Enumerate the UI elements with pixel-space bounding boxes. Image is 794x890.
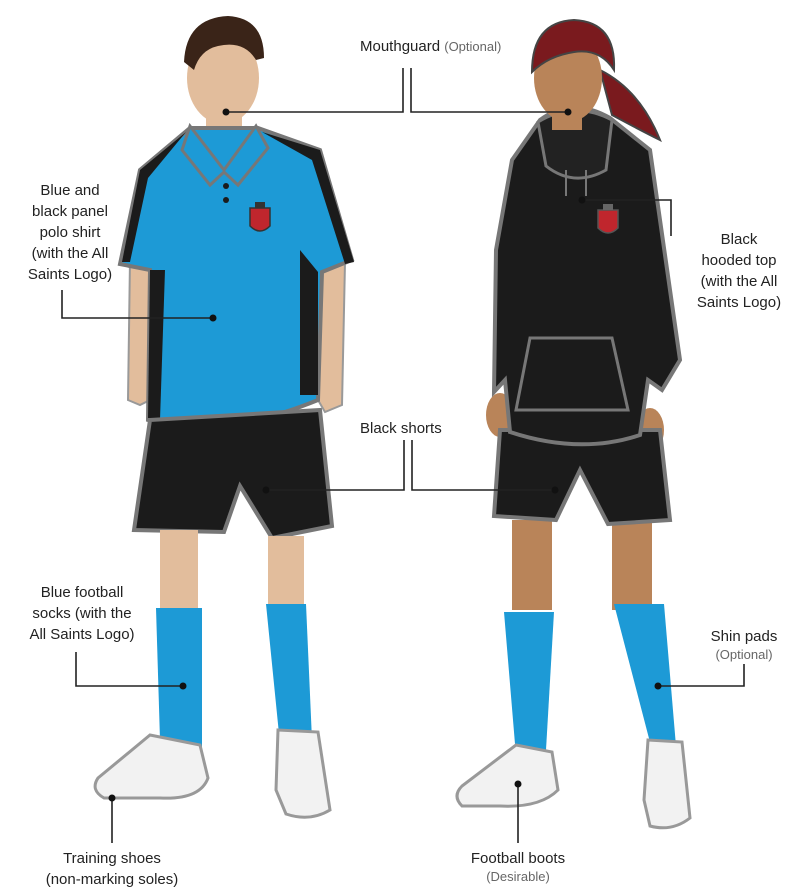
label-hoodie-line: Saints Logo) (684, 292, 794, 313)
boy-sock-right (266, 604, 312, 744)
label-socks-line: Blue football (20, 582, 144, 603)
label-shinpads-main: Shin pads (700, 626, 788, 647)
label-polo-line: Blue and (14, 180, 126, 201)
label-shorts-main: Black shorts (360, 418, 442, 439)
label-mouthguard: Mouthguard (Optional) (360, 36, 501, 57)
label-hoodie-line: hooded top (684, 250, 794, 271)
label-boots-note: (Desirable) (450, 869, 586, 885)
boy-shoe-left (95, 735, 208, 798)
label-socks-line: socks (with the (20, 603, 144, 624)
label-mouthguard-main: Mouthguard (360, 38, 440, 55)
label-shinpads-note: (Optional) (700, 647, 788, 663)
label-hooded-top: Black hooded top (with the All Saints Lo… (684, 229, 794, 313)
label-hoodie-line: Black (684, 229, 794, 250)
label-boots-main: Football boots (450, 848, 586, 869)
label-training-shoes-line: Training shoes (20, 848, 204, 869)
boy-sock-left (156, 608, 202, 756)
label-polo-line: Saints Logo) (14, 264, 126, 285)
label-polo-line: black panel (14, 201, 126, 222)
girl-sock-left (504, 612, 554, 756)
boy-figure (95, 16, 354, 817)
label-polo-line: (with the All (14, 243, 126, 264)
label-polo-shirt: Blue and black panel polo shirt (with th… (14, 180, 126, 285)
label-socks-line: All Saints Logo) (20, 624, 144, 645)
label-hoodie-line: (with the All (684, 271, 794, 292)
label-black-shorts: Black shorts (360, 418, 442, 439)
girl-figure (457, 20, 690, 828)
label-mouthguard-note: (Optional) (444, 39, 501, 54)
label-shin-pads: Shin pads (Optional) (700, 626, 788, 663)
label-football-socks: Blue football socks (with the All Saints… (20, 582, 144, 645)
girl-shoe-left (457, 745, 558, 806)
label-football-boots: Football boots (Desirable) (450, 848, 586, 885)
label-polo-line: polo shirt (14, 222, 126, 243)
boy-shorts-shape (134, 410, 332, 538)
label-training-shoes: Training shoes (non-marking soles) (20, 848, 204, 890)
girl-shoe-right (644, 740, 690, 828)
girl-sock-right (614, 604, 676, 750)
boy-shoe-right (276, 730, 330, 817)
